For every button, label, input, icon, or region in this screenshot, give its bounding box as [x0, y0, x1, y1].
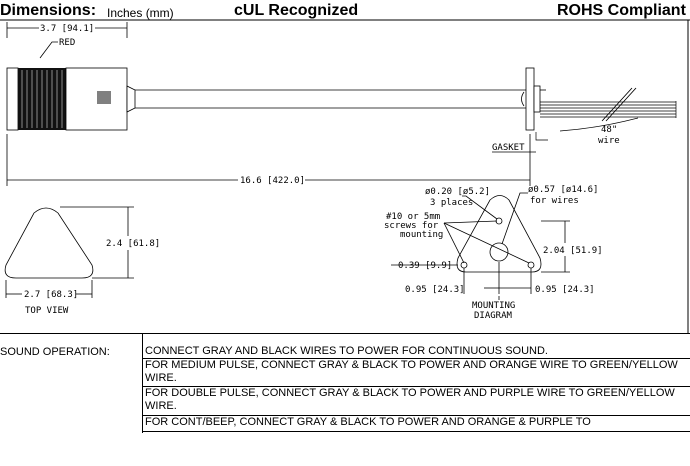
units-label: Inches (mm) [107, 6, 174, 20]
left-spacing-label: 0.95 [24.3] [405, 285, 465, 295]
hole-dia-label: ø0.20 [ø5.2] [425, 187, 490, 197]
screw-label-1: #10 or 5mm [386, 212, 440, 222]
operation-row-continuous: CONNECT GRAY AND BLACK WIRES TO POWER FO… [143, 345, 690, 359]
sound-operation-table: SOUND OPERATION: CONNECT GRAY AND BLACK … [0, 333, 690, 466]
width-label: 2.7 [68.3] [24, 290, 78, 300]
mounting-label-1: MOUNTING [472, 301, 515, 311]
top-view-label: TOP VIEW [25, 306, 69, 316]
dimensions-heading: Dimensions: [0, 2, 97, 19]
height-label: 2.4 [61.8] [106, 239, 160, 249]
screw-label-2: screws for [384, 221, 439, 231]
mounting-pole [135, 67, 546, 131]
right-spacing-label: 0.95 [24.3] [535, 285, 595, 295]
table-column-divider [142, 333, 143, 433]
overall-top-label: 3.7 [94.1] [40, 24, 94, 34]
dim-overall-length [6, 134, 531, 186]
wire-length-label: 48" [601, 125, 617, 135]
rohs-heading: ROHS Compliant [557, 2, 686, 19]
table-top-rule [0, 333, 690, 334]
cul-heading: cUL Recognized [234, 2, 359, 19]
technical-drawing: 3.7 [94.1] RED [0, 19, 690, 333]
mounting-label-2: DIAGRAM [474, 311, 513, 321]
hole-places-label: 3 places [430, 198, 473, 208]
wire-word-label: wire [598, 136, 620, 146]
operation-row-double-pulse: FOR DOUBLE PULSE, CONNECT GRAY & BLACK T… [143, 387, 690, 416]
dim-width [5, 280, 93, 298]
mount-height-label: 2.04 [51.9] [543, 246, 603, 256]
operation-row-medium-pulse: FOR MEDIUM PULSE, CONNECT GRAY & BLACK T… [143, 359, 690, 387]
horn-side-view [6, 67, 136, 131]
sound-operation-label: SOUND OPERATION: [0, 346, 110, 358]
mounting-holes [460, 217, 535, 269]
mounting-leaders [391, 192, 570, 300]
for-wires-label: for wires [530, 196, 579, 206]
overall-length-label: 16.6 [422.0] [240, 176, 305, 186]
mounting-triangle [456, 195, 542, 273]
dim-height [60, 206, 134, 279]
operation-row-cont-beep: FOR CONT/BEEP, CONNECT GRAY & BLACK TO P… [143, 416, 690, 432]
red-leader [39, 41, 58, 59]
top-view-triangle [4, 207, 94, 279]
red-label: RED [59, 38, 75, 48]
gasket-label: GASKET [492, 143, 525, 153]
dim-overall-top [6, 22, 128, 38]
offset-label: 0.39 [9.9] [398, 261, 452, 271]
wire-bundle [535, 87, 677, 141]
center-dia-label: ø0.57 [ø14.6] [528, 185, 598, 195]
screw-label-3: mounting [400, 230, 443, 240]
